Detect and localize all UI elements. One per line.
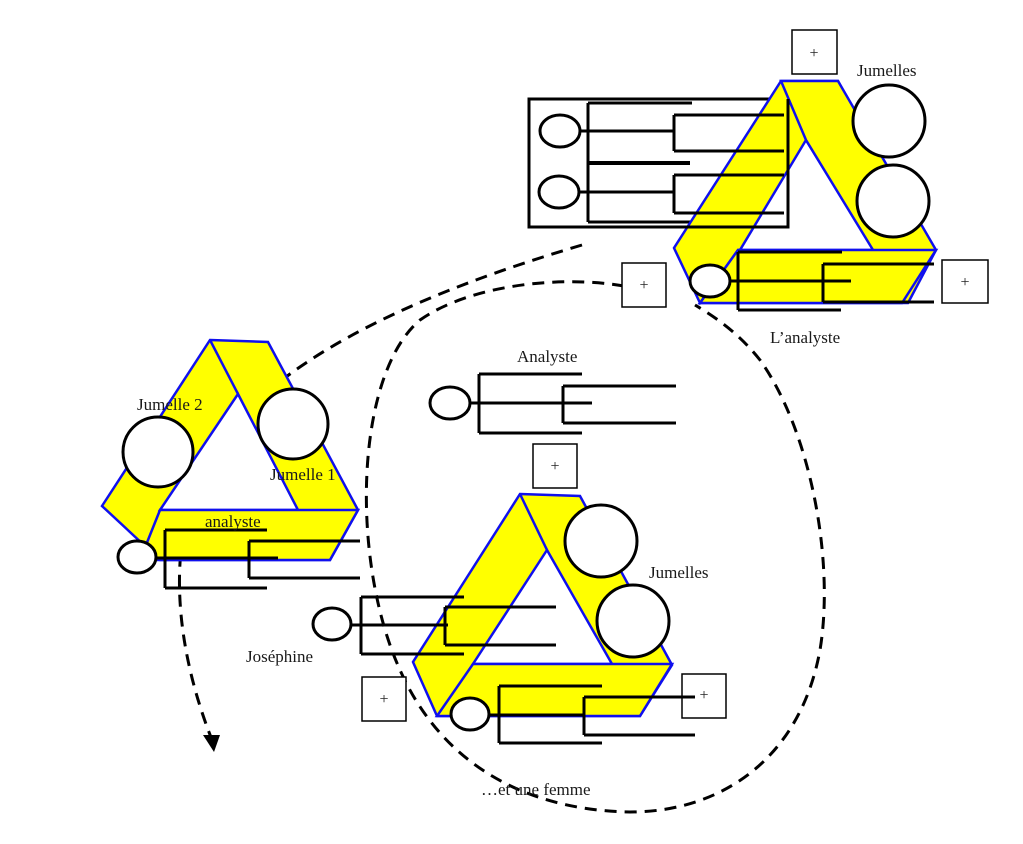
analyst-tree [428,372,676,435]
label-analyste-left: analyste [205,512,261,531]
plus-box: + [361,676,407,722]
plus-box: + [941,259,989,304]
person-head [688,263,732,299]
genealogy-frame-edge [529,99,790,229]
label-josephine: Joséphine [246,647,313,666]
josephine-tree [311,595,556,656]
tree-lines [489,684,695,745]
arrow-head-icon [203,735,220,752]
label-lanalyste: L’analyste [770,328,840,347]
plus-icon: + [379,691,388,708]
twin-head [563,503,639,579]
plus-icon: + [809,45,818,62]
tree-lines [730,250,934,312]
twin-head [121,415,195,489]
label-jumelles-top: Jumelles [857,61,917,80]
group-left: Jumelle 2 Jumelle 1 analyste [100,338,361,590]
label-jumelle-1: Jumelle 1 [270,465,336,484]
twin-head [851,83,927,159]
person-head [449,696,491,732]
tree-lines [674,113,784,215]
twin-head [855,163,931,239]
plus-icon: + [639,277,648,294]
person-head [311,606,353,642]
person-head [116,539,158,575]
tree-lines [470,372,676,435]
plus-icon: + [699,687,708,704]
label-analyste-center: Analyste [517,347,577,366]
dashed-arrow-path [177,243,583,741]
woman-tree [449,684,695,745]
label-jumelles-center: Jumelles [649,563,709,582]
group-top-right: Jumelles L’analyste + + [527,29,989,347]
plus-icon: + [960,274,969,291]
analyst-tree [116,528,360,590]
person-head [538,113,582,149]
plus-box: + [532,443,578,489]
label-et-une-femme: …et une femme [481,780,591,799]
twin-head [595,583,671,659]
dashed-ellipse [364,280,826,814]
tree-lines [351,595,556,656]
twin-head [256,387,330,461]
group-center: Analyste + Jumelles Joséphine + [246,347,727,799]
label-jumelle-2: Jumelle 2 [137,395,203,414]
person-head [537,174,581,210]
plus-box: + [621,262,667,308]
triangle-band-bottom [697,248,939,305]
analyst-tree [688,250,934,312]
triangle-band-bottom [434,662,675,718]
tree-lines [156,528,360,590]
plus-box: + [791,29,838,75]
genealogy-tree [538,101,784,222]
plus-icon: + [550,458,559,475]
person-head [428,385,472,421]
